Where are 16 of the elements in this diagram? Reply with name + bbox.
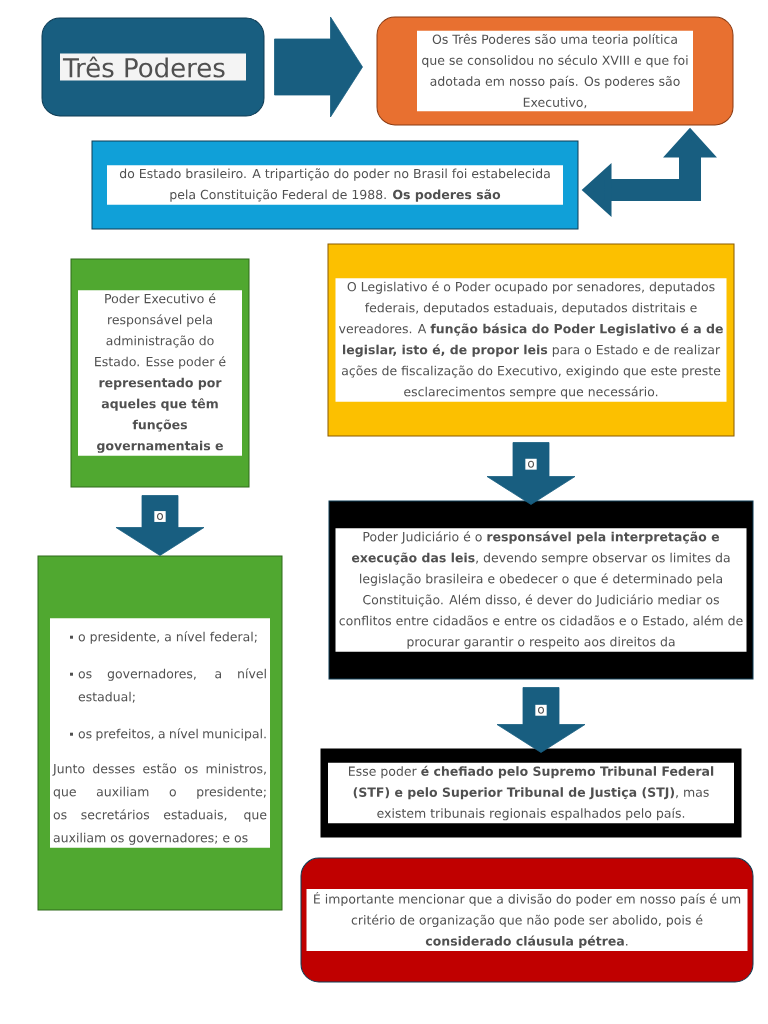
text-box: Poder Executivo é responsável pela administração do Estado. Esse poder é representado por aqueles que têm funções governamentais e — [70, 258, 250, 488]
list-box: o presidente, a nível federal; os governadores, a nível estadual; os prefeitos, a nível municipal. Junto desses estão os ministros, que auxiliam o presidente; os secretários estaduais, que auxiliam os governadores; e os — [37, 555, 283, 911]
block-arrow — [486, 442, 576, 505]
text-box: do Estado brasileiro. A tripartição do poder no Brasil foi estabelecida pela Constituição Federal de 1988. Os poderes são — [91, 140, 579, 230]
block-arrow — [496, 687, 586, 753]
text-box: Poder Judiciário é o responsável pela interpretação e execução das leis, devendo sempre observar os limites da legislação brasileira e obedecer o que é determinado pela Constituição. Além disso, é dever do Judiciário mediar os conflitos entre cidadãos e entre os cidadãos e o Estado, além de procurar garantir o respeito aos direitos da — [328, 500, 754, 680]
text-box: É importante mencionar que a divisão do poder em nosso país é um critério de organização que não pode ser abolido, pois é considerado cláusula pétrea. — [300, 857, 754, 983]
text-box: Esse poder é chefiado pelo Supremo Tribunal Federal (STF) e pelo Superior Tribunal de Justiça (STJ), mas existem tribunais regionais espalhados pelo país. — [320, 748, 742, 838]
text-box: Os Três Poderes são uma teoria política que se consolidou no século XVIII e que foi adotada em nosso país. Os poderes são Executivo, — [376, 16, 734, 126]
block-arrow — [274, 16, 363, 118]
edge-label: o — [525, 458, 537, 470]
block-arrow — [115, 495, 205, 556]
text-box: O Legislativo é o Poder ocupado por senadores, deputados federais, deputados estaduais, deputados distritais e vereadores. A função básica do Poder Legislativo é a de legislar, isto é, de propor leis para o Estado e de realizar ações de fiscalização do Executivo, exigindo que este preste esclarecimentos sempre que necessário. — [327, 243, 735, 437]
edge-label: o — [535, 704, 547, 716]
title-box: Três Poderes — [41, 17, 265, 117]
edge-label: o — [154, 511, 166, 522]
